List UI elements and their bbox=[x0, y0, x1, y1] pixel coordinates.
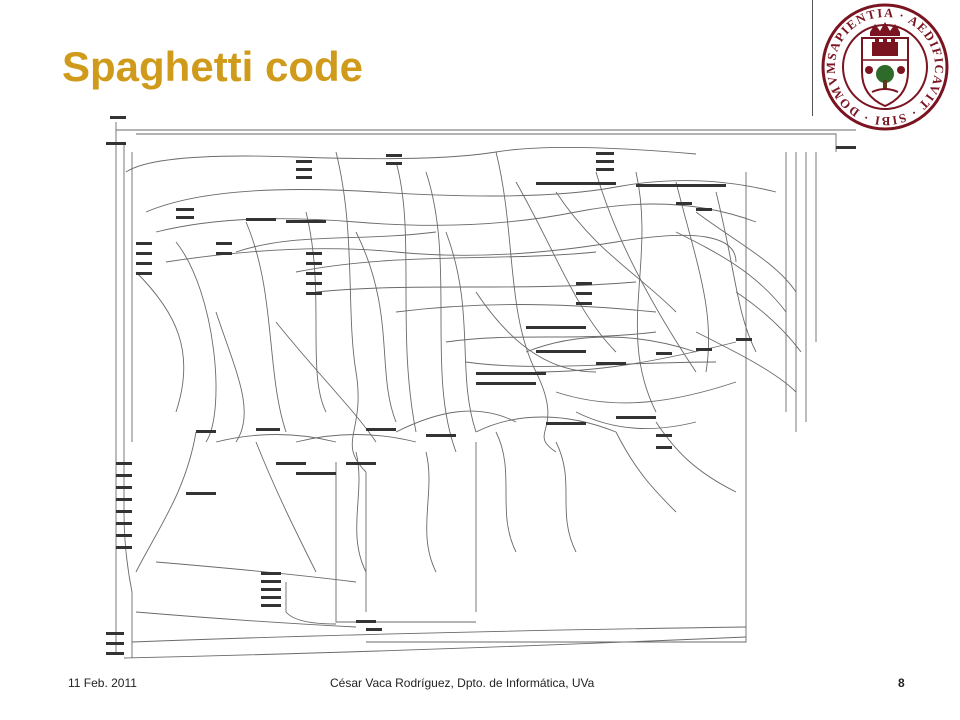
footer-date: 11 Feb. 2011 bbox=[68, 676, 137, 690]
university-seal-icon: SAPIENTIA · AEDIFICAVIT · SIBI · DOMVM bbox=[821, 3, 949, 131]
control-flow-graph bbox=[106, 116, 856, 659]
header-divider bbox=[812, 0, 813, 116]
slide-title: Spaghetti code bbox=[62, 43, 364, 90]
footer-author: César Vaca Rodríguez, Dpto. de Informáti… bbox=[330, 676, 595, 690]
page-number: 8 bbox=[898, 676, 905, 690]
